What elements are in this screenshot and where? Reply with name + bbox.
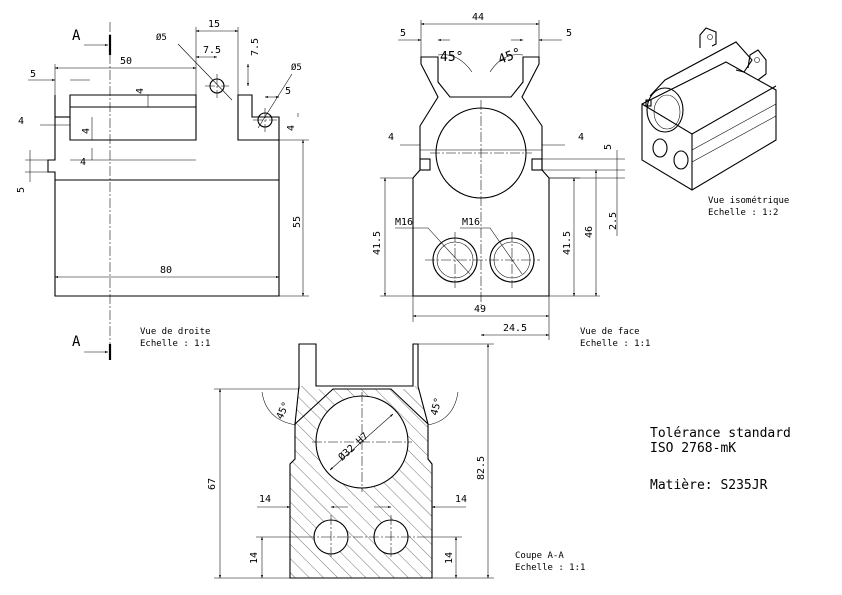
angle-45-left: 45° bbox=[440, 50, 463, 65]
dim-41-5-left: 41.5 bbox=[372, 231, 383, 255]
dim-5-right: 5 bbox=[566, 28, 572, 39]
dim-14-right-h: 14 bbox=[455, 494, 467, 505]
angle-45-right: 45° bbox=[429, 396, 444, 416]
dim-5-hole: 5 bbox=[285, 86, 291, 97]
dim-7-5-v: 7.5 bbox=[250, 38, 261, 56]
dim-4-left: 4 bbox=[388, 132, 394, 143]
front-view: 44 5 5 45° 45° 4 4 5 2.5 41.5 bbox=[372, 12, 625, 340]
dim-50: 50 bbox=[120, 56, 132, 67]
section-mark-bottom: A bbox=[72, 334, 81, 350]
dim-4-right: 4 bbox=[578, 132, 584, 143]
iso-view-scale: Echelle : 1:2 bbox=[708, 208, 778, 218]
dim-4-a: 4 bbox=[135, 88, 146, 94]
iso-view-title: Vue isométrique bbox=[708, 195, 789, 206]
dim-phi5-b: Ø5 bbox=[291, 62, 302, 73]
dim-phi5-a: Ø5 bbox=[156, 32, 167, 43]
right-view-scale: Echelle : 1:1 bbox=[140, 339, 210, 349]
front-view-title: Vue de face bbox=[580, 327, 640, 337]
front-view-scale: Echelle : 1:1 bbox=[580, 339, 650, 349]
material-note: Matière: S235JR bbox=[650, 478, 768, 493]
dim-4-b: 4 bbox=[81, 128, 92, 134]
right-view-title: Vue de droite bbox=[140, 327, 210, 337]
dim-49: 49 bbox=[474, 304, 486, 315]
tolerance-note-line2: ISO 2768-mK bbox=[650, 441, 736, 456]
dim-82-5: 82.5 bbox=[476, 456, 487, 480]
dim-5-left: 5 bbox=[16, 187, 27, 193]
dim-7-5-h: 7.5 bbox=[203, 45, 221, 56]
dim-44: 44 bbox=[472, 12, 484, 23]
angle-45-left: 45° bbox=[275, 400, 293, 421]
dim-4-left: 4 bbox=[18, 116, 24, 127]
dim-15: 15 bbox=[208, 19, 220, 30]
section-cut-line: A A bbox=[72, 22, 112, 360]
isometric-view bbox=[641, 27, 777, 191]
dim-41-5-right: 41.5 bbox=[562, 231, 573, 255]
right-view: 15 Ø5 7.5 7.5 Ø5 5 4 50 5 4 4 4 bbox=[16, 19, 309, 297]
dim-46: 46 bbox=[584, 226, 595, 238]
dim-4-c: 4 bbox=[80, 157, 86, 168]
angle-45-right: 45° bbox=[496, 46, 523, 68]
dim-5-slot: 5 bbox=[603, 144, 614, 150]
section-mark-top: A bbox=[72, 28, 81, 44]
tolerance-note-line1: Tolérance standard bbox=[650, 426, 791, 441]
section-view: Ø32 H7 45° 45° 67 82.5 14 14 14 14 bbox=[207, 343, 494, 579]
dim-2-5: 2.5 bbox=[608, 212, 619, 230]
dim-67: 67 bbox=[207, 478, 218, 490]
thread-m16-left: M16 bbox=[395, 217, 413, 228]
dim-5-left: 5 bbox=[400, 28, 406, 39]
dim-24-5: 24.5 bbox=[503, 323, 527, 334]
section-view-title: Coupe A-A bbox=[515, 551, 564, 561]
section-view-scale: Echelle : 1:1 bbox=[515, 563, 585, 573]
dim-14-left-h: 14 bbox=[259, 494, 271, 505]
dim-80: 80 bbox=[160, 265, 172, 276]
dim-14-right-v: 14 bbox=[444, 552, 455, 564]
thread-m16-right: M16 bbox=[462, 217, 480, 228]
dim-14-left-v: 14 bbox=[249, 552, 260, 564]
dim-55: 55 bbox=[292, 216, 303, 228]
dim-5-top: 5 bbox=[30, 69, 36, 80]
dim-4-hole: 4 bbox=[286, 125, 297, 131]
